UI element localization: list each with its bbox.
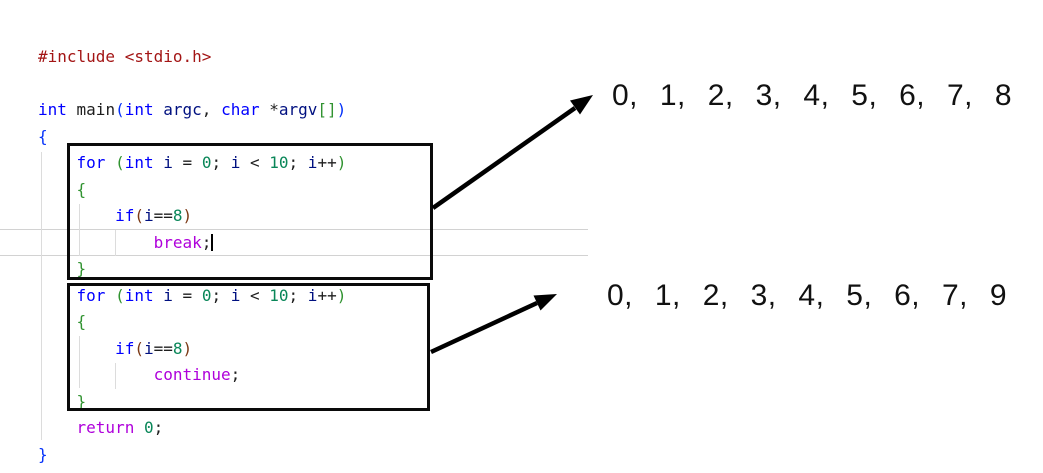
annotation-box-continue-loop	[67, 283, 430, 411]
code-token: 10	[269, 153, 289, 172]
break-output-text: 0, 1, 2, 3, 4, 5, 6, 7, 8	[612, 79, 1013, 112]
code-token: for	[76, 285, 106, 305]
code-token: i	[307, 153, 318, 172]
code-token: break	[153, 232, 202, 252]
code-token: (	[134, 206, 144, 225]
code-line: if(i==8)	[38, 336, 346, 363]
code-token: ==	[153, 206, 173, 225]
code-token: 0	[143, 418, 154, 437]
code-line: return 0;	[38, 415, 346, 442]
code-token: ;	[288, 153, 308, 172]
code-token: <	[240, 153, 270, 172]
indent-guide	[41, 152, 42, 440]
code-token: ;	[153, 418, 164, 437]
code-token: (	[134, 338, 144, 358]
code-editor[interactable]: #include <stdio.h>int main(int argc, cha…	[38, 44, 346, 468]
code-line: continue;	[38, 362, 346, 389]
code-token: if	[115, 338, 135, 358]
code-token: main	[66, 100, 116, 119]
code-token: )	[336, 153, 347, 172]
arrow-continue-output	[430, 294, 557, 355]
code-token: ;	[211, 153, 231, 172]
code-token: i	[163, 285, 173, 305]
code-token: if	[115, 206, 135, 225]
code-line: {	[38, 309, 346, 336]
code-token: i	[143, 338, 154, 358]
code-token: (	[115, 153, 125, 172]
code-token: =	[172, 153, 202, 172]
code-token: <stdio.h>	[124, 47, 212, 66]
indent-guide	[115, 363, 116, 389]
code-line: #include <stdio.h>	[38, 44, 346, 71]
code-token: <	[240, 285, 270, 305]
code-token: 8	[172, 206, 183, 225]
code-token: char	[221, 100, 260, 119]
code-token: (	[115, 285, 125, 305]
code-token: for	[76, 153, 106, 172]
code-token: return	[76, 418, 135, 437]
code-token: i	[143, 206, 154, 225]
code-token: {	[76, 179, 87, 199]
indent-guide	[79, 336, 80, 388]
code-token: )	[336, 285, 347, 305]
code-token: )	[182, 338, 193, 358]
code-line: }	[38, 389, 346, 416]
code-token: =	[172, 285, 202, 305]
code-token: {	[76, 312, 87, 331]
code-token: ==	[153, 338, 173, 358]
code-token: 10	[269, 285, 289, 305]
code-token: }	[76, 259, 87, 278]
indent-guide	[115, 230, 116, 256]
code-token: ;	[201, 232, 212, 252]
code-token: ;	[288, 285, 308, 305]
continue-output-text: 0, 1, 2, 3, 4, 5, 6, 7, 9	[607, 279, 1008, 312]
code-token: i	[307, 285, 318, 305]
code-token: {	[38, 126, 48, 146]
code-line: {	[38, 124, 346, 151]
code-token: ++	[317, 285, 337, 305]
code-token: i	[230, 153, 241, 172]
code-token: i	[230, 285, 241, 305]
code-line: for (int i = 0; i < 10; i++)	[38, 150, 347, 177]
code-line	[38, 71, 346, 98]
code-line: {	[38, 177, 346, 204]
code-token: []	[317, 100, 337, 119]
current-line-highlight	[0, 229, 588, 256]
code-token: continue	[153, 365, 231, 384]
code-line: }	[38, 442, 346, 469]
code-token: int	[124, 285, 154, 305]
code-token: i	[163, 153, 173, 172]
code-line: for (int i = 0; i < 10; i++)	[38, 283, 347, 310]
code-token: )	[182, 206, 193, 225]
code-line: }	[38, 256, 346, 283]
code-token: int	[38, 100, 67, 119]
code-token: argv	[278, 100, 318, 119]
code-token: *	[259, 100, 279, 119]
code-token: (	[115, 100, 125, 119]
code-token: ++	[317, 153, 337, 172]
code-token: argc	[163, 100, 202, 119]
code-token: ;	[211, 285, 231, 305]
code-line: if(i==8)	[38, 203, 346, 230]
text-cursor	[211, 233, 214, 251]
code-token: 0	[201, 153, 212, 172]
code-token: }	[76, 391, 87, 411]
code-line: break;	[38, 230, 346, 257]
code-token: )	[336, 100, 347, 119]
code-token: ,	[201, 100, 222, 119]
arrow-break-output	[431, 95, 593, 210]
code-token: #include	[38, 47, 125, 66]
code-token: }	[38, 444, 48, 464]
code-token: int	[124, 153, 154, 172]
code-token: ;	[230, 365, 241, 384]
code-token	[38, 418, 77, 437]
code-token	[134, 418, 144, 437]
code-line: int main(int argc, char *argv[])	[38, 97, 346, 124]
code-token: 8	[172, 338, 183, 358]
code-token: 0	[201, 285, 212, 305]
code-token: int	[124, 100, 154, 119]
indent-guide	[79, 204, 80, 256]
annotation-box-break-loop	[67, 143, 433, 280]
code-token	[154, 100, 164, 119]
